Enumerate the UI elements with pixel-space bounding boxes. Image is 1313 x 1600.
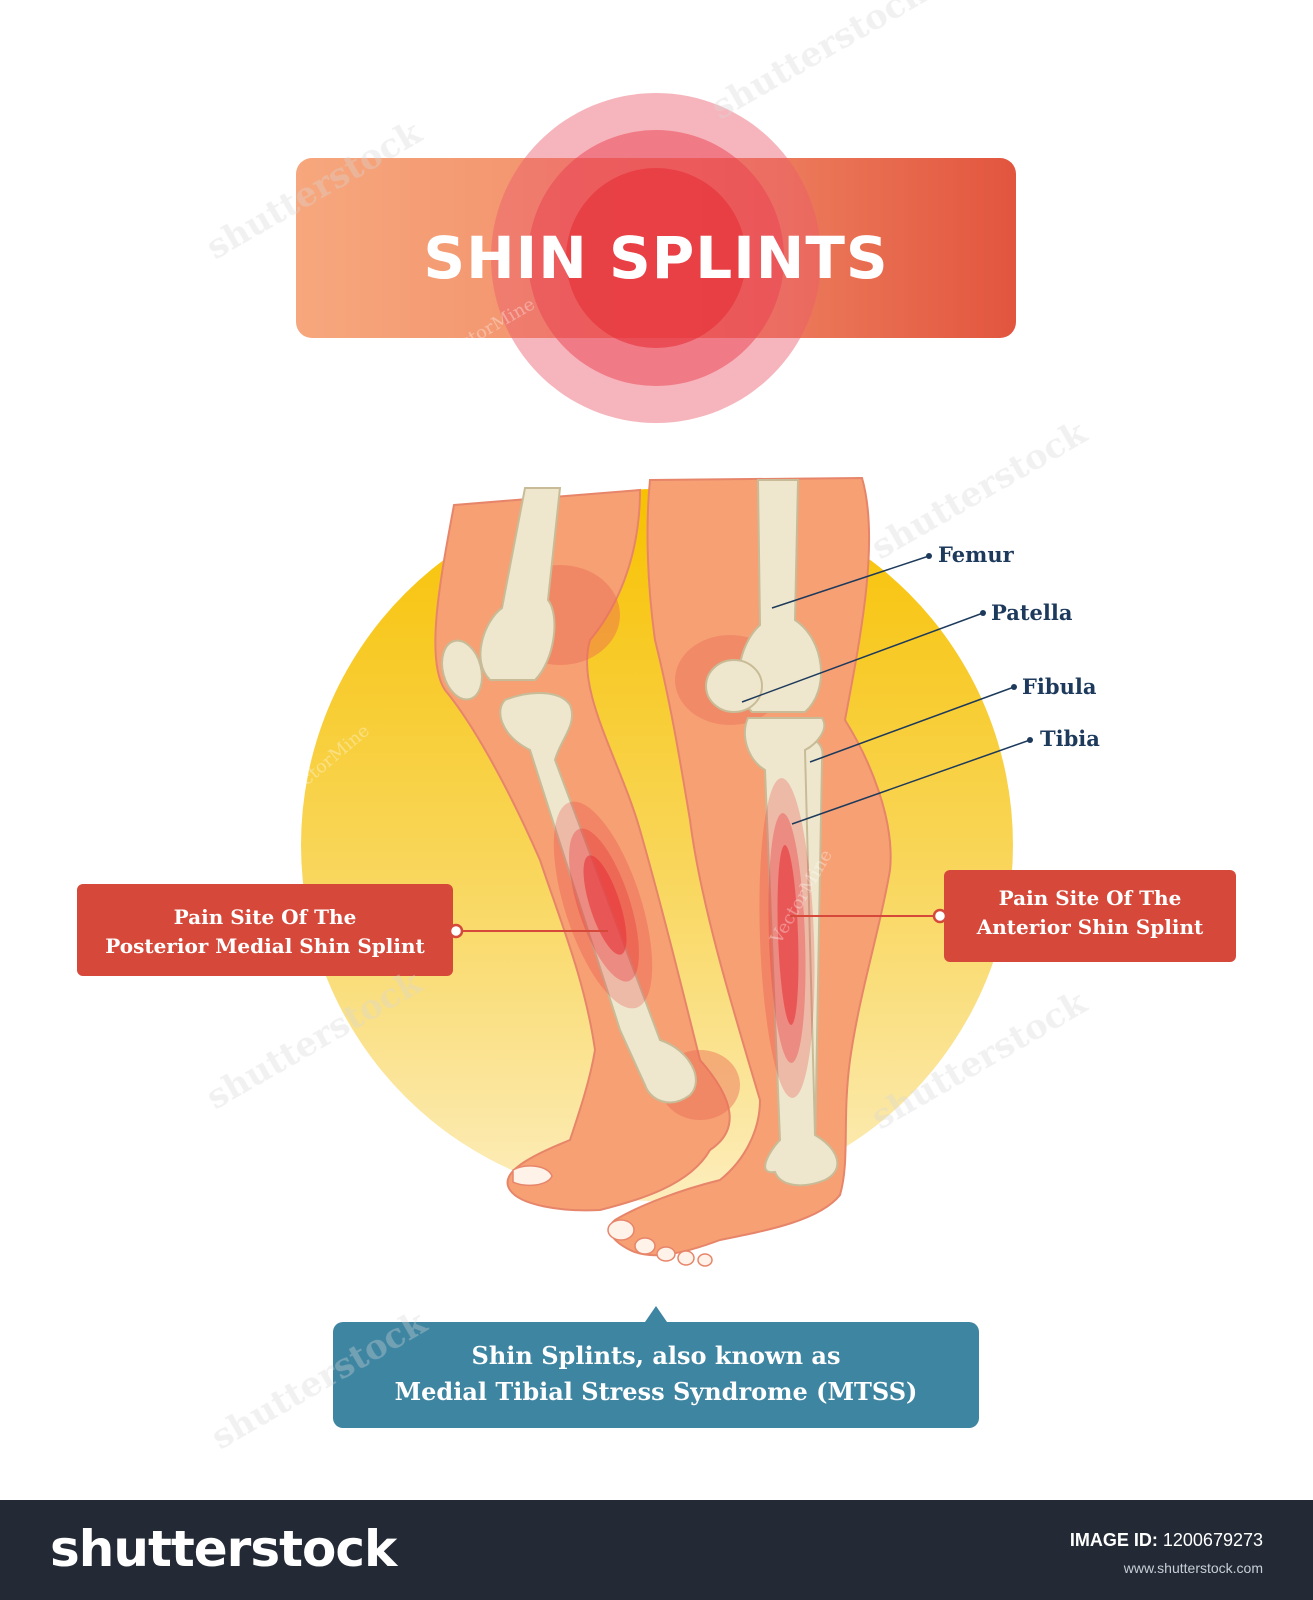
tibia-leader [791,739,1031,825]
left-patella-bone [441,639,483,701]
right-patella-bone [705,659,763,713]
left-toe [512,1165,553,1187]
info-line-2: Medial Tibial Stress Syndrome (MTSS) [395,1377,918,1406]
mtss-info-box: Shin Splints, also known as Medial Tibia… [333,1306,979,1428]
tibia-label: Tibia [1040,726,1100,751]
femur-leader-dot [926,553,932,559]
image-id-label: IMAGE ID: [1069,1530,1158,1550]
anterior-connector-dot [932,908,948,924]
shutterstock-url: www.shutterstock.com [1123,1560,1263,1576]
bone-labels: Femur Patella Fibula Tibia [741,542,1100,825]
posterior-pain-callout: Pain Site Of The Posterior Medial Shin S… [77,884,608,976]
left-femur-bone [479,487,562,681]
info-box-background [333,1322,979,1428]
femur-leader [771,555,930,609]
tibia-leader-dot [1027,737,1033,743]
left-leg [434,487,740,1212]
anterior-pain-line-2: Anterior Shin Splint [976,915,1204,939]
femur-label: Femur [938,542,1015,567]
right-toe-4 [677,1250,695,1266]
posterior-pain-line-2: Posterior Medial Shin Splint [105,934,425,958]
fibula-leader [809,686,1015,763]
image-id: IMAGE ID: 1200679273 [1070,1530,1263,1551]
fibula-leader-dot [1011,684,1017,690]
posterior-pain-line-1: Pain Site Of The [174,905,357,929]
right-toe-1 [607,1219,635,1241]
watermark-shutterstock-2: shutterstock [705,0,935,128]
posterior-pain-box [77,884,453,976]
patella-label: Patella [991,600,1073,625]
shutterstock-logo: shutterstock [50,1520,397,1578]
right-toe-3 [656,1246,676,1262]
pain-target-inner [566,168,746,348]
info-box-pointer [645,1306,667,1322]
title-banner: SHIN SPLINTS [296,93,1016,423]
right-femur-bone [738,479,822,713]
anterior-pain-core [777,845,799,1025]
posterior-pain-core [583,855,627,955]
patella-leader [741,612,984,703]
fibula-label: Fibula [1022,674,1097,699]
right-toe-2 [634,1237,656,1255]
anterior-pain-box [944,870,1236,962]
shutterstock-footer: shutterstock IMAGE ID: 1200679273 www.sh… [0,1500,1313,1600]
image-id-value: 1200679273 [1162,1530,1263,1550]
anterior-pain-callout: Pain Site Of The Anterior Shin Splint [790,870,1236,962]
posterior-connector-dot [448,923,464,939]
info-line-1: Shin Splints, also known as [472,1341,841,1370]
page-title: SHIN SPLINTS [423,224,888,292]
patella-leader-dot [980,610,986,616]
anterior-pain-line-1: Pain Site Of The [999,886,1182,910]
right-toe-5 [697,1253,713,1267]
